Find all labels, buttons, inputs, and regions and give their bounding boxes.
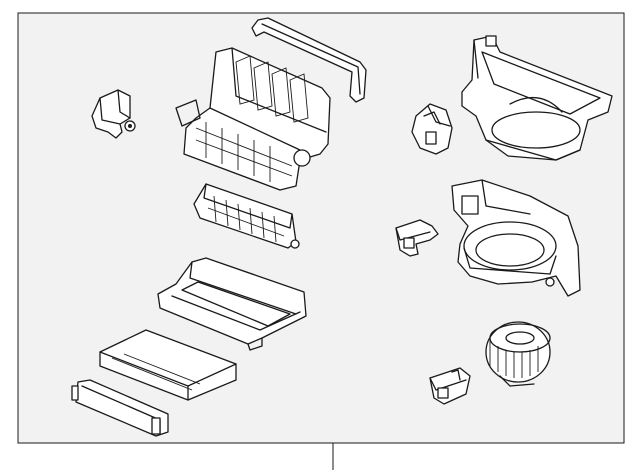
evaporator-heater-case[interactable] [175, 47, 331, 191]
air-filter-housing-upper[interactable] [193, 183, 300, 249]
blower-motor[interactable] [485, 321, 551, 387]
air-filter-housing-lower[interactable] [157, 257, 307, 351]
filter-cover-door[interactable] [71, 379, 169, 437]
actuator-motor[interactable] [91, 89, 136, 139]
blower-resistor[interactable] [429, 367, 471, 405]
resistor-module[interactable] [411, 103, 453, 155]
blower-case-lower[interactable] [451, 179, 581, 297]
actuator-small[interactable] [395, 219, 439, 257]
cabin-air-filter[interactable] [99, 329, 237, 401]
case-seal[interactable] [251, 17, 367, 103]
blower-case-upper[interactable] [461, 35, 613, 161]
